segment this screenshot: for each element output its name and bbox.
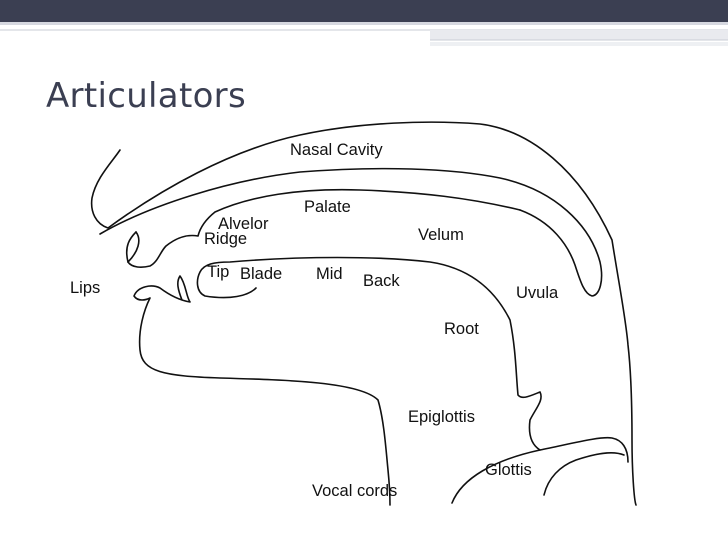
label-root: Root	[444, 320, 479, 338]
label-back: Back	[363, 272, 400, 290]
label-nasal-cavity: Nasal Cavity	[290, 141, 383, 159]
glottis-outline	[451, 436, 629, 504]
label-glottis: Glottis	[485, 461, 532, 479]
nasal-cavity-outline	[90, 121, 637, 506]
tongue-outline	[196, 256, 542, 451]
label-mid: Mid	[316, 265, 343, 283]
label-velum: Velum	[418, 226, 464, 244]
label-blade: Blade	[240, 265, 282, 283]
label-uvula: Uvula	[516, 284, 559, 302]
glottis-inner-outline	[543, 452, 625, 496]
header-decoration	[0, 22, 728, 46]
nasal-floor-outline	[99, 167, 603, 297]
label-lips: Lips	[70, 279, 100, 297]
label-tip: Tip	[207, 263, 229, 281]
label-palate: Palate	[304, 198, 351, 216]
jaw-outline	[133, 275, 391, 506]
label-epiglottis: Epiglottis	[408, 408, 475, 426]
label-vocal-cords: Vocal cords	[312, 482, 397, 500]
header-band	[0, 0, 728, 22]
slide-title: Articulators	[46, 76, 246, 116]
upper-lip-outline	[125, 231, 137, 263]
label-alvelor: Alvelor	[218, 215, 269, 233]
label-ridge: Ridge	[204, 230, 247, 248]
palate-outline	[127, 188, 521, 268]
